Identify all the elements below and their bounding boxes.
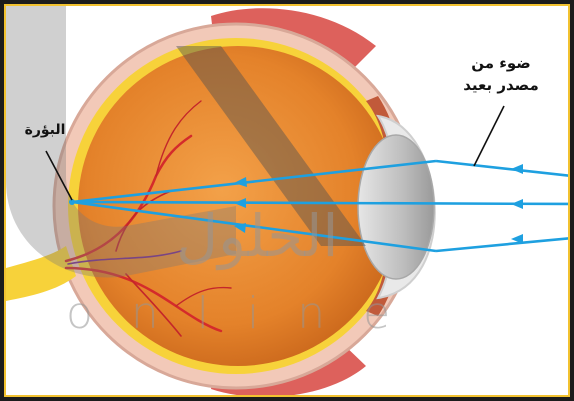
eye-lens bbox=[357, 134, 435, 280]
watermark-arabic-text: الحلول bbox=[176, 202, 339, 270]
source-leader-line bbox=[473, 105, 505, 167]
ray-arrows bbox=[234, 164, 523, 244]
watermark-latin-text: online bbox=[66, 288, 429, 339]
focal-point bbox=[69, 199, 75, 205]
light-source-label: ضوء من مصدر بعيد bbox=[426, 52, 568, 96]
eye-diagram bbox=[6, 6, 568, 395]
light-source-label-line2: مصدر بعيد bbox=[463, 76, 539, 94]
watermark-shape bbox=[6, 6, 236, 278]
focus-leader-line bbox=[45, 150, 73, 201]
light-rays bbox=[71, 159, 568, 253]
focus-label: البؤرة bbox=[24, 122, 66, 138]
eye-diagram-frame: الحلول online ضوء من مصدر بعيد البؤرة bbox=[4, 4, 570, 397]
vitreous-body bbox=[78, 46, 398, 366]
light-source-label-line1: ضوء من bbox=[471, 54, 531, 72]
optic-nerve bbox=[6, 246, 76, 301]
watermark-slash bbox=[176, 46, 366, 246]
